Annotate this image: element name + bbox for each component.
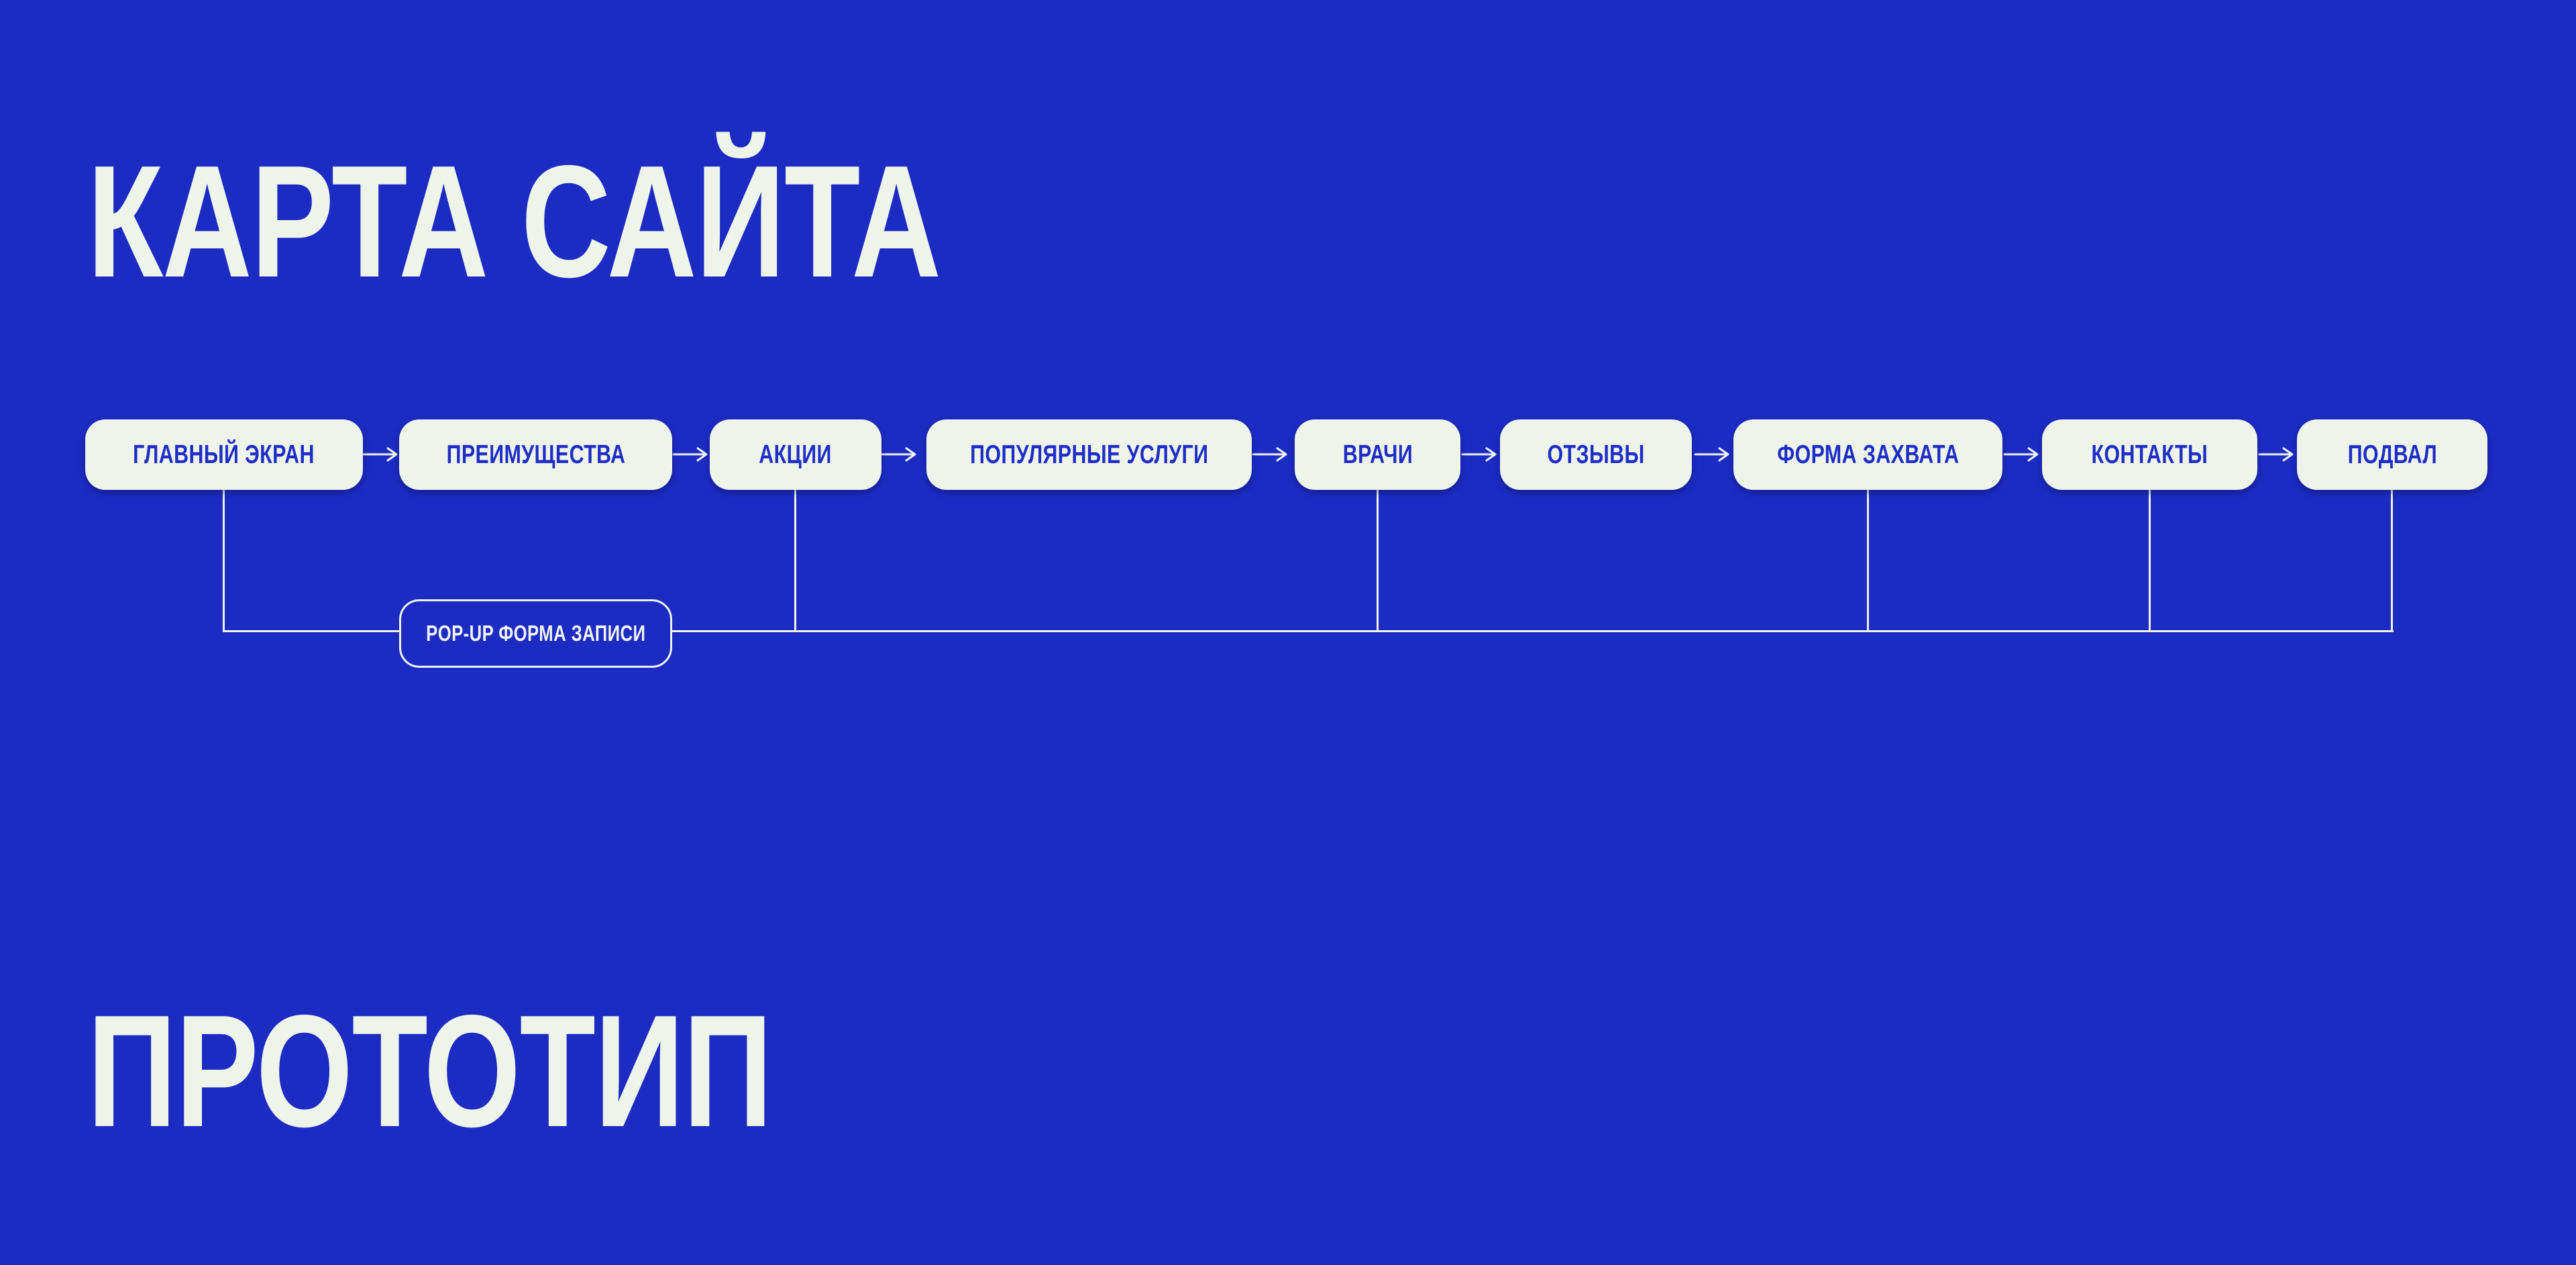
- node-popup-form-label: POP-UP ФОРМА ЗАПИСИ: [425, 621, 646, 646]
- connector-vertical-capture-form: [1867, 490, 1869, 631]
- arrow-right-icon: [1461, 445, 1499, 464]
- node-main-screen-label: ГЛАВНЫЙ ЭКРАН: [133, 440, 315, 469]
- node-popup-form[interactable]: POP-UP ФОРМА ЗАПИСИ: [399, 599, 672, 668]
- node-doctors[interactable]: ВРАЧИ: [1295, 419, 1460, 490]
- arrow-right-icon: [2258, 445, 2296, 464]
- node-footer-label: ПОДВАЛ: [2347, 440, 2437, 469]
- node-main-screen[interactable]: ГЛАВНЫЙ ЭКРАН: [85, 419, 363, 490]
- connector-vertical-footer: [2391, 490, 2393, 631]
- node-contacts[interactable]: КОНТАКТЫ: [2042, 419, 2257, 490]
- arrow-right-icon: [672, 445, 710, 464]
- node-advantages[interactable]: ПРЕИМУЩЕСТВА: [399, 419, 672, 490]
- arrow-right-icon: [1252, 445, 1289, 464]
- prototype-section-title-text: ПРОТОТИП: [87, 982, 773, 1160]
- node-promotions-label: АКЦИИ: [759, 440, 833, 469]
- arrow-right-icon: [362, 445, 400, 464]
- arrow-right-icon: [881, 445, 918, 464]
- connector-vertical-contacts: [2149, 490, 2151, 631]
- node-reviews-label: ОТЗЫВЫ: [1547, 440, 1645, 469]
- page-title: КАРТА САЙТА: [87, 142, 1181, 302]
- node-popular-services[interactable]: ПОПУЛЯРНЫЕ УСЛУГИ: [926, 419, 1252, 490]
- node-contacts-label: КОНТАКТЫ: [2091, 440, 2208, 469]
- connector-vertical-promotions: [794, 490, 796, 631]
- node-reviews[interactable]: ОТЗЫВЫ: [1500, 419, 1692, 490]
- arrow-right-icon: [1694, 445, 1731, 464]
- node-doctors-label: ВРАЧИ: [1342, 440, 1413, 469]
- node-capture-form-label: ФОРМА ЗАХВАТА: [1776, 440, 1960, 469]
- arrow-right-icon: [2003, 445, 2041, 464]
- connector-vertical-doctors: [1377, 490, 1379, 631]
- prototype-section-title: ПРОТОТИП: [87, 992, 965, 1152]
- page-title-text: КАРТА САЙТА: [87, 133, 941, 311]
- connector-vertical-main-screen: [223, 490, 225, 631]
- node-capture-form[interactable]: ФОРМА ЗАХВАТА: [1733, 419, 2002, 490]
- node-promotions[interactable]: АКЦИИ: [710, 419, 881, 490]
- node-footer[interactable]: ПОДВАЛ: [2297, 419, 2487, 490]
- connector-horizontal-popup: [223, 630, 2394, 632]
- node-advantages-label: ПРЕИМУЩЕСТВА: [446, 440, 625, 469]
- node-popular-services-label: ПОПУЛЯРНЫЕ УСЛУГИ: [969, 440, 1209, 469]
